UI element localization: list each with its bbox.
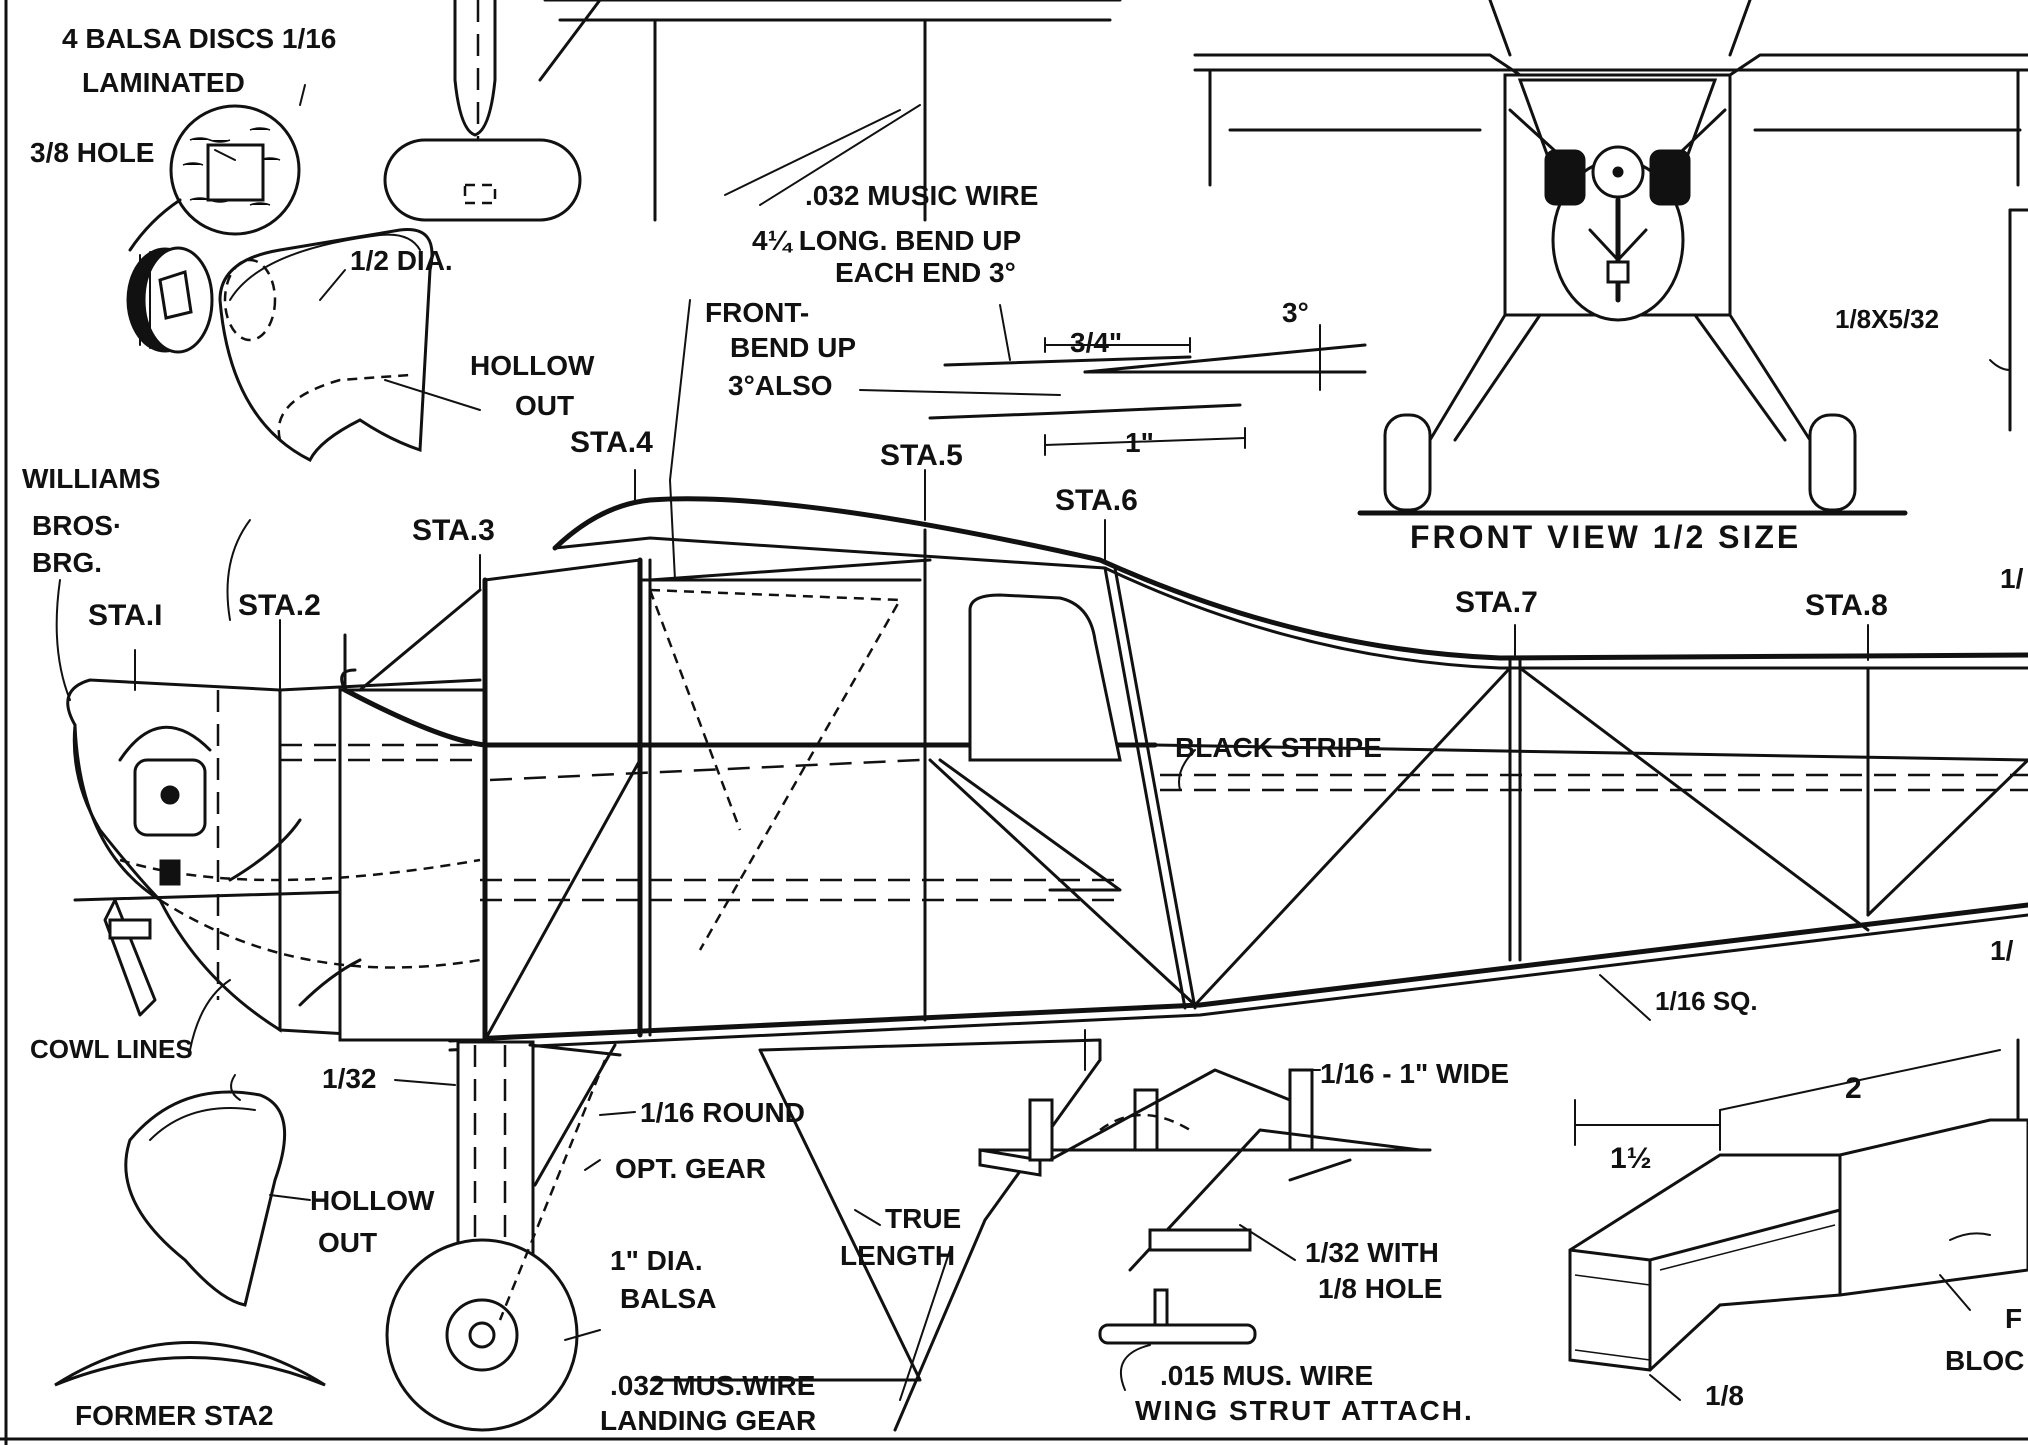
bearing-disc-stack [126,246,214,354]
fuselage-side-view [66,496,2028,1052]
label-one-32: 1/32 [322,1063,377,1094]
label-hole: 3/8 HOLE [30,137,154,168]
wire-bend-diagram [859,304,1367,456]
front-view-drawing [1193,0,2028,516]
label-front-3: 3°ALSO [728,370,833,401]
label-sta5: STA.5 [880,439,963,472]
label-sta3: STA.3 [412,514,495,547]
label-music-wire-2: 4¼ LONG. BEND UP [752,225,1021,256]
label-black-stripe: BLACK STRIPE [1175,732,1382,763]
label-cowl-lines: COWL LINES [30,1034,193,1064]
label-sta1: STA.I [88,599,162,632]
label-former: FORMER STA2 [75,1400,274,1431]
label-dim-one-half: 1½ [1610,1142,1652,1175]
label-strut-wire-1: .015 MUS. WIRE [1160,1360,1373,1391]
labels: 4 BALSA DISCS 1/16 LAMINATED 3/8 HOLE 1/… [22,23,2024,1436]
label-music-wire-1: .032 MUSIC WIRE [805,180,1038,211]
cowl-lower-shell [124,1090,287,1307]
label-one-dia-1: 1" DIA. [610,1245,703,1276]
landing-gear-wire [653,1038,1102,1432]
label-sta6: STA.6 [1055,484,1138,517]
label-block-1: F [2005,1303,2022,1334]
balsa-disc-detail [169,104,301,236]
label-dim-three-quarter: 3/4" [1070,327,1122,358]
label-hollow-out-2b: OUT [318,1227,377,1258]
label-dim-one-eighth: 1/8 [1705,1380,1744,1411]
leader-lines [55,84,1971,1401]
label-williams: WILLIAMS [22,463,160,494]
label-hollow-out-2: HOLLOW [310,1185,435,1216]
label-laminated: LAMINATED [82,67,245,98]
label-one-32-with-2: 1/8 HOLE [1318,1273,1442,1304]
balsa-block [1568,1038,2028,1372]
label-one-eighth-5-32: 1/8X5/32 [1835,304,1939,334]
label-strut-wire-2: WING STRUT ATTACH. [1135,1395,1474,1426]
cowl-shell [218,228,434,463]
label-dim-three-deg: 3° [1282,297,1309,328]
label-edge-1: 1/ [2000,563,2024,594]
label-dim-two: 2 [1845,1072,1862,1105]
label-sta4: STA.4 [570,426,653,459]
label-edge-2: 1/ [1990,935,2014,966]
label-one-dia-2: BALSA [620,1283,716,1314]
label-dim-one: 1" [1125,427,1154,458]
label-block-2: BLOC [1945,1345,2024,1376]
right-edge-strut [1989,208,2028,432]
label-sta8: STA.8 [1805,589,1888,622]
former-sta2 [54,1341,326,1387]
label-one-16-round: 1/16 ROUND [640,1097,805,1128]
label-landing-gear-2: LANDING GEAR [600,1405,816,1436]
label-one-32-with-1: 1/32 WITH [1305,1237,1439,1268]
label-sta7: STA.7 [1455,586,1538,619]
landing-gear-wheel [385,1040,622,1432]
label-hollow-out-1: HOLLOW [470,350,595,381]
label-bros: BROS· [32,510,122,541]
label-true-length-2: LENGTH [840,1240,955,1271]
label-music-wire-3: EACH END 3° [835,257,1016,288]
stab-sketch [383,0,1122,222]
label-one-16-wide: 1/16 - 1" WIDE [1320,1058,1509,1089]
label-opt-gear: OPT. GEAR [615,1153,766,1184]
label-true-length-1: TRUE [885,1203,961,1234]
label-brg: BRG. [32,547,102,578]
label-sta2: STA.2 [238,589,321,622]
label-front-view: FRONT VIEW 1/2 SIZE [1410,519,1801,555]
label-balsa-discs: 4 BALSA DISCS 1/16 [62,23,336,54]
label-front-2: BEND UP [730,332,856,363]
label-one-16-sq: 1/16 SQ. [1655,986,1758,1016]
label-half-dia: 1/2 DIA. [350,245,453,276]
strut-attach-detail [978,1068,1432,1345]
label-front-1: FRONT- [705,297,809,328]
disc-arrow [128,198,182,252]
label-landing-gear-1: .032 MUS.WIRE [610,1370,815,1401]
label-hollow-out-1b: OUT [515,390,574,421]
